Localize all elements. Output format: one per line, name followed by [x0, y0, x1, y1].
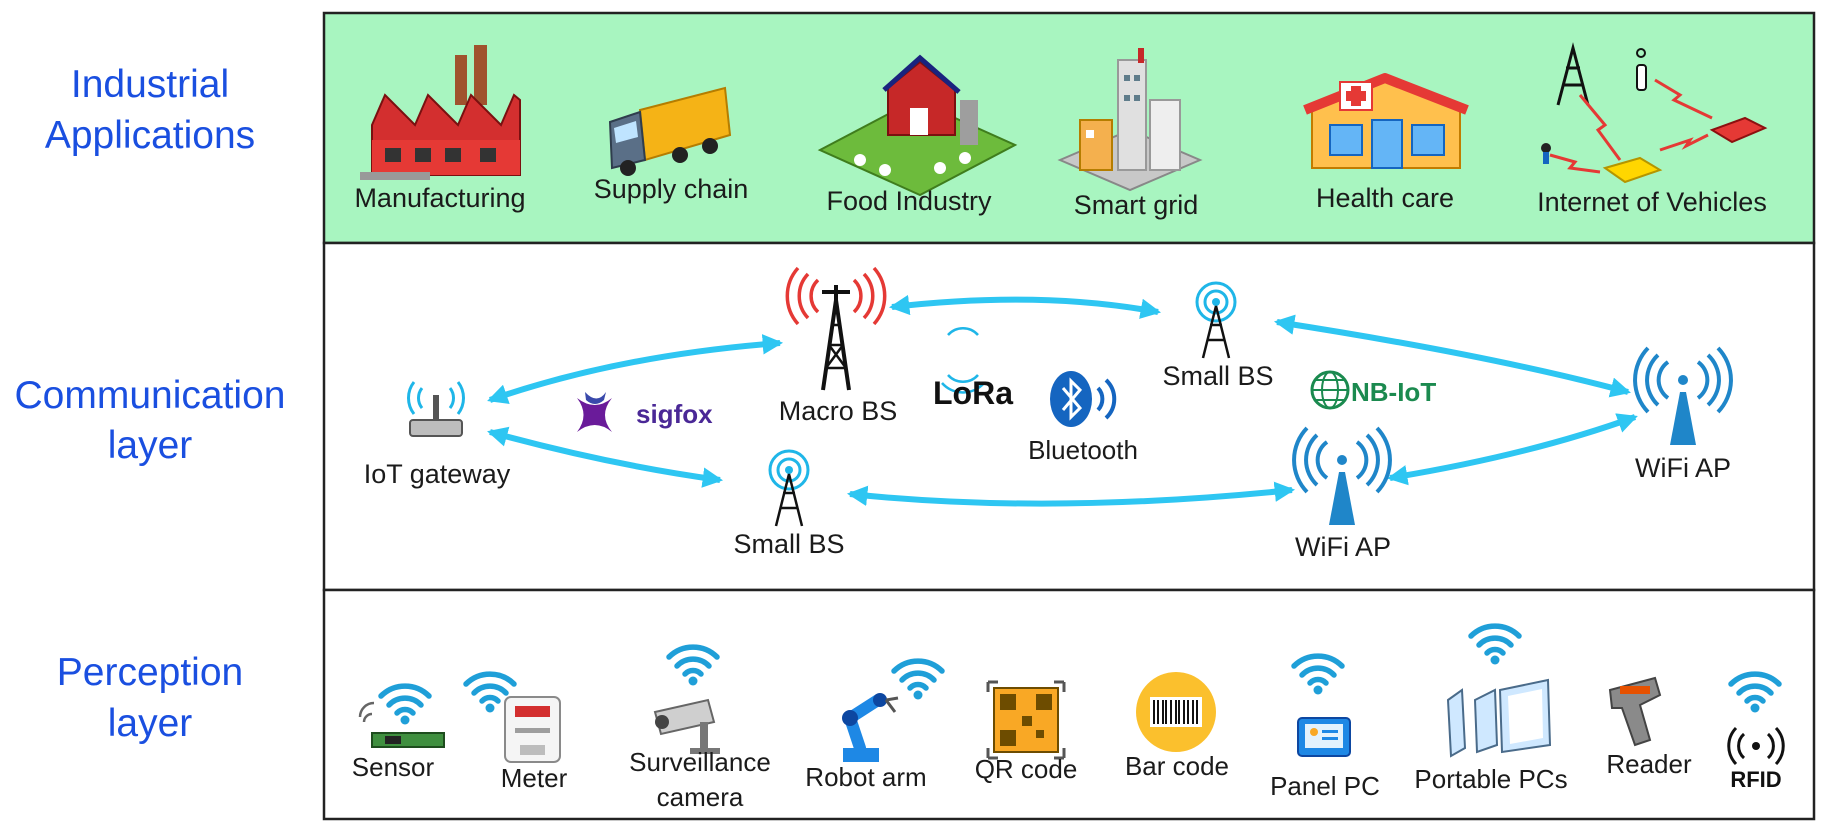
camera-icon: [653, 647, 720, 754]
node-label-small-bs-top: Small BS: [1162, 361, 1273, 391]
app-label-internet-of-vehicles: Internet of Vehicles: [1537, 187, 1767, 217]
wifi-ap-icon: [1292, 426, 1392, 525]
robot-arm-icon: [842, 661, 942, 762]
app-label-smart-grid: Smart grid: [1074, 190, 1199, 220]
perception-label-bar-code: Bar code: [1125, 751, 1229, 781]
router-icon: [407, 381, 465, 437]
perception-layer-label-1: Perception: [57, 651, 243, 694]
qr-code-icon: [986, 680, 1066, 760]
farm-icon: [817, 54, 1018, 197]
perception-label-rfid: RFID: [1730, 767, 1781, 792]
perception-label-portable-pcs: Portable PCs: [1414, 764, 1567, 794]
applications-panel: [322, 11, 1816, 245]
city-icon: [1057, 48, 1203, 192]
perception-label-meter: Meter: [501, 763, 568, 793]
truck-icon: [608, 86, 732, 176]
globe-icon: [1310, 370, 1350, 410]
perception-label-robot-arm: Robot arm: [805, 762, 926, 792]
node-label-iot-gateway: IoT gateway: [364, 459, 511, 489]
node-label-macro-bs: Macro BS: [779, 396, 898, 426]
panel-pc-icon: [1294, 656, 1351, 757]
cell-tower-icon: [785, 266, 887, 391]
reader-icon: [1608, 676, 1662, 747]
meter-icon: [466, 674, 561, 763]
bluetooth-icon: [1050, 371, 1117, 427]
perception-label-qr-code: QR code: [975, 754, 1078, 784]
factory-icon: [360, 45, 521, 180]
perception-layer-label-2: layer: [108, 702, 193, 745]
hospital-icon: [1303, 73, 1469, 169]
perception-label-reader: Reader: [1606, 749, 1692, 779]
sigfox-logo-icon: [577, 392, 612, 432]
link-gateway-smallbs-bottom: [487, 426, 724, 488]
link-gateway-macro: [487, 334, 784, 404]
sensor-icon: [358, 686, 445, 748]
rfid-icon: [1727, 674, 1785, 766]
link-smallbs-top-wifi-right: [1273, 314, 1631, 398]
link-macro-smallbs-top: [888, 294, 1162, 319]
perception-panel: [322, 588, 1816, 821]
app-label-food-industry: Food Industry: [826, 186, 992, 216]
communication-layer-label-1: Communication: [15, 374, 286, 417]
tech-label-nbiot: NB-IoT: [1351, 377, 1436, 407]
barcode-icon: [1136, 672, 1216, 752]
perception-label-sensor: Sensor: [352, 752, 435, 782]
applications-layer-label-2: Applications: [45, 114, 255, 157]
node-label-small-bs-bottom: Small BS: [733, 529, 844, 559]
communication-layer-label-2: layer: [108, 424, 193, 467]
perception-label-camera-2: camera: [657, 782, 744, 812]
vehicle-network-icon: [1541, 42, 1768, 184]
tech-label-lora: LoRa: [933, 375, 1013, 411]
node-label-wifi-ap-right: WiFi AP: [1635, 453, 1731, 483]
lora-waves-icon: [941, 326, 985, 394]
tech-label-bluetooth: Bluetooth: [1028, 435, 1138, 465]
wifi-ap-icon: [1633, 346, 1733, 445]
communication-links: [487, 294, 1638, 507]
portable-pc-icon: [1446, 626, 1552, 758]
node-label-wifi-ap-bottom: WiFi AP: [1295, 532, 1391, 562]
link-wifi-bottom-wifi-right: [1386, 413, 1638, 486]
app-label-health-care: Health care: [1316, 183, 1454, 213]
app-label-supply-chain: Supply chain: [594, 174, 749, 204]
antenna-icon: [1195, 281, 1237, 359]
perception-label-camera-1: Surveillance: [629, 747, 771, 777]
applications-layer-label-1: Industrial: [71, 63, 229, 106]
perception-label-panel-pc: Panel PC: [1270, 771, 1380, 801]
tech-label-sigfox: sigfox: [636, 399, 713, 429]
antenna-icon: [768, 449, 810, 527]
app-label-manufacturing: Manufacturing: [354, 183, 525, 213]
link-smallbs-bottom-wifi-bottom: [846, 481, 1296, 507]
